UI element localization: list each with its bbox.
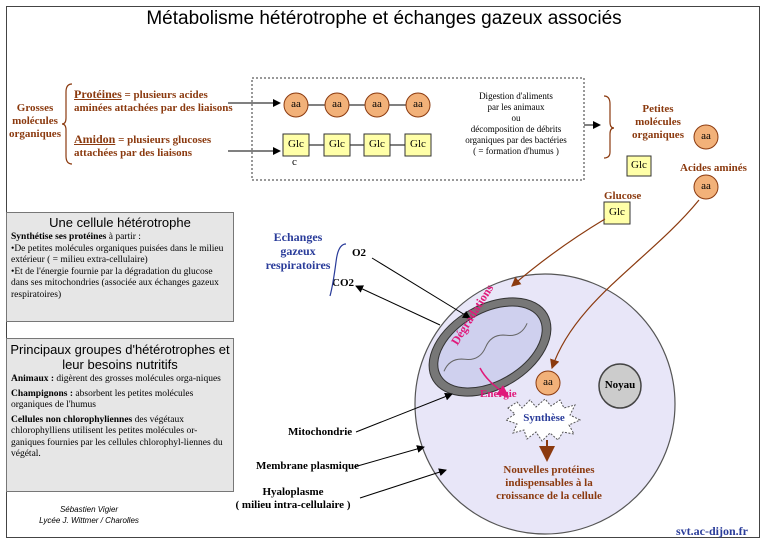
- digestion-dashed-box: [251, 77, 585, 181]
- cellule-line-1-head: Synthétise ses protéines: [11, 232, 107, 242]
- synthese-burst: [504, 398, 582, 442]
- groupe-cellules: Cellules non chlorophyliennes des végéta…: [11, 415, 229, 461]
- cellule-line-2: •De petites molécules organiques puisées…: [11, 243, 224, 266]
- glc-chain-node: [323, 133, 351, 157]
- aa-to-cell-arrow: [550, 199, 700, 370]
- amidon-heading: Amidon: [74, 132, 116, 146]
- glc-chain-node: [404, 133, 432, 157]
- mitochondrie-pointer: [355, 392, 453, 433]
- co2-arrow: [355, 285, 441, 326]
- cell-aa: [535, 370, 561, 396]
- petite-aa-1: [693, 124, 719, 150]
- aa-chain-node: [364, 92, 390, 118]
- glucose-label: Glucose: [604, 190, 642, 202]
- groupe-cellules-head: Cellules non chlorophyliennes: [11, 414, 133, 425]
- aa-label: aa: [413, 98, 423, 110]
- glc-label: Glc: [369, 138, 385, 150]
- amidon-definition: Amidon = plusieurs glucoses attachées pa…: [74, 133, 244, 160]
- groupe-cellules-rest: des végétaux chlorophylliens utilisent l…: [11, 414, 223, 460]
- membrane-label: Membrane plasmique: [256, 460, 359, 472]
- glc-chain: [282, 133, 432, 157]
- mitochondria: [428, 297, 552, 397]
- aa-chain: [283, 92, 431, 118]
- proteines-text: = plusieurs acides aminées attachées par…: [74, 89, 233, 114]
- aa-label: aa: [291, 98, 301, 110]
- energie-arrow: [479, 367, 510, 397]
- glucose-to-mito-arrow: [511, 218, 606, 287]
- o2-label: O2: [352, 247, 367, 259]
- amidon-text: = plusieurs glucoses attachées par des l…: [74, 134, 212, 159]
- o2-arrow: [371, 257, 471, 319]
- cellule-line-1-rest: à partir :: [106, 232, 141, 242]
- grosses-molecules-label: Grosses molécules organiques: [9, 102, 61, 140]
- petite-glc: [626, 155, 652, 177]
- groupe-champignons-head: Champignons :: [11, 388, 74, 399]
- nouvelles-proteines-label: Nouvelles protéines indispensables à la …: [496, 464, 602, 502]
- credit-author: Sébastien Vigier: [59, 505, 119, 514]
- energie-label: Energie: [480, 388, 517, 400]
- noyau-label: Noyau: [604, 379, 636, 391]
- glc-label: Glc: [329, 138, 345, 150]
- cellule-box-title: Une cellule hétérotrophe: [49, 215, 191, 230]
- proteines-definition: Protéines = plusieurs acides aminées att…: [74, 88, 244, 115]
- credit-school: Lycée J. Wittmer / Charolles: [39, 516, 139, 525]
- proteines-heading: Protéines: [74, 87, 122, 101]
- digestion-text: Digestion d'aliments par les animaux ou …: [465, 91, 567, 156]
- aa-chain-node: [324, 92, 350, 118]
- left-bracket: [61, 83, 73, 165]
- glc-label: Glc: [288, 138, 304, 150]
- groupe-animaux-rest: digèrent des grosses molécules orga-niqu…: [54, 374, 221, 384]
- page-title: Métabolisme hétérotrophe et échanges gaz…: [146, 8, 622, 29]
- aa-chain-node: [283, 92, 309, 118]
- groupe-champignons: Champignons : absorbent les petites molé…: [11, 389, 229, 412]
- mitochondrie-label: Mitochondrie: [288, 426, 353, 438]
- cellule-line-3: •Et de l'énergie fournie par la dégradat…: [11, 266, 219, 300]
- glc-label: Glc: [631, 159, 647, 171]
- hyaloplasme-pointer: [359, 468, 447, 499]
- aa-label: aa: [543, 376, 553, 388]
- synthese-label: Synthèse: [523, 412, 565, 424]
- glc-label: Glc: [410, 138, 426, 150]
- acides-amines-label: Acides aminés: [680, 162, 747, 174]
- co2-label: CO2: [332, 277, 354, 289]
- cellule-heterotrophe-box: Une cellule hétérotrophe Synthétise ses …: [6, 212, 234, 322]
- aa-label: aa: [701, 130, 711, 142]
- credit: Sébastien Vigier Lycée J. Wittmer / Char…: [14, 504, 164, 526]
- liaison-c-label: c: [292, 156, 297, 168]
- groupe-champignons-rest: absorbent les petites molécules organiqu…: [11, 388, 194, 411]
- echanges-gazeux-label: Echanges gazeux respiratoires: [265, 230, 331, 272]
- glc-label: Glc: [609, 206, 625, 218]
- aa-chain-node: [405, 92, 431, 118]
- groupe-animaux: Animaux : digèrent des grosses molécules…: [11, 374, 229, 386]
- groupes-box-title: Principaux groupes d'hétérotrophes et le…: [10, 342, 230, 372]
- groupe-animaux-head: Animaux :: [11, 374, 55, 384]
- groupes-heterotrophes-box: Principaux groupes d'hétérotrophes et le…: [6, 338, 234, 492]
- right-bracket: [603, 95, 615, 159]
- glc-chain-node: [282, 133, 310, 157]
- aa-label: aa: [372, 98, 382, 110]
- hyaloplasme-label: Hyaloplasme ( milieu intra-cellulaire ): [235, 486, 351, 511]
- petite-aa-2: [693, 174, 719, 200]
- cellule-line-1: Synthétise ses protéines à partir :: [11, 232, 229, 244]
- petites-molecules-label: Petites molécules organiques: [632, 103, 684, 141]
- glc-chain-node: [363, 133, 391, 157]
- glucose-molecule: [603, 201, 631, 225]
- aa-label: aa: [332, 98, 342, 110]
- membrane-pointer: [353, 445, 425, 468]
- nucleus: [598, 363, 642, 409]
- site-label: svt.ac-dijon.fr: [676, 524, 748, 538]
- aa-label: aa: [701, 180, 711, 192]
- gas-bracket: [329, 243, 347, 297]
